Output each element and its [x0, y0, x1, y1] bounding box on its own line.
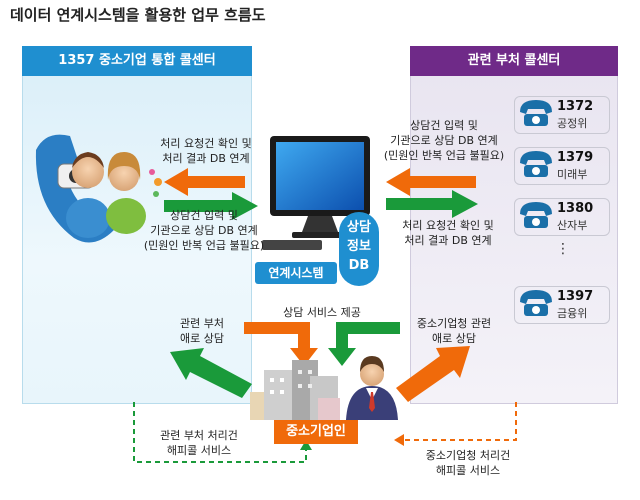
buildings-icon [250, 360, 340, 420]
ministry-call-center-title: 관련 부처 콜센터 [410, 46, 618, 76]
hotline-org: 산자부 [557, 219, 588, 232]
hotline-phones [520, 100, 552, 316]
businessman-icon [346, 356, 398, 420]
happy-call-ministry-dashed-arrow [133, 402, 307, 463]
right-orange-arrow [386, 168, 476, 196]
sme-owner-tag: 중소기업인 [274, 420, 358, 444]
hotline-org: 공정위 [557, 117, 588, 130]
hotline-card-1397: 1397 금융위 [514, 286, 610, 324]
hotline-card-1380: 1380 산자부 [514, 198, 610, 236]
page-title: 데이터 연계시스템을 활용한 업무 흐름도 [10, 6, 266, 24]
hotline-number: 1380 [557, 201, 594, 216]
phone-icon [520, 151, 552, 177]
hotline-card-1372: 1372 공정위 [514, 96, 610, 134]
service-green-arrow [328, 322, 400, 366]
sme-consult-orange-arrow [396, 346, 470, 402]
service-label: 상담 서비스 제공 [283, 306, 361, 319]
left-green-arrow [164, 192, 258, 220]
phone-icon [520, 202, 552, 228]
phone-icon [520, 100, 552, 126]
service-orange-arrow [244, 322, 318, 366]
call-center-agents-icon [35, 134, 162, 243]
hotline-card-1379: 1379 미래부 [514, 147, 610, 185]
hotline-number: 1372 [557, 99, 594, 114]
left-orange-arrow [164, 168, 245, 196]
happy-call-sme-dashed-arrow [400, 402, 517, 441]
hotline-number: 1397 [557, 289, 594, 304]
more-hotlines-ellipsis: ⋮ [556, 241, 570, 257]
right-green-arrow [386, 190, 478, 218]
monitor-icon [262, 136, 370, 250]
linkage-system-tag: 연계시스템 [255, 262, 337, 284]
phone-icon [520, 290, 552, 316]
hotline-number: 1379 [557, 150, 594, 165]
integrated-call-center-title: 1357 중소기업 통합 콜센터 [22, 46, 252, 76]
ministry-consult-green-arrow [170, 348, 252, 398]
hotline-org: 미래부 [557, 168, 588, 181]
hotline-org: 금융위 [557, 307, 588, 320]
